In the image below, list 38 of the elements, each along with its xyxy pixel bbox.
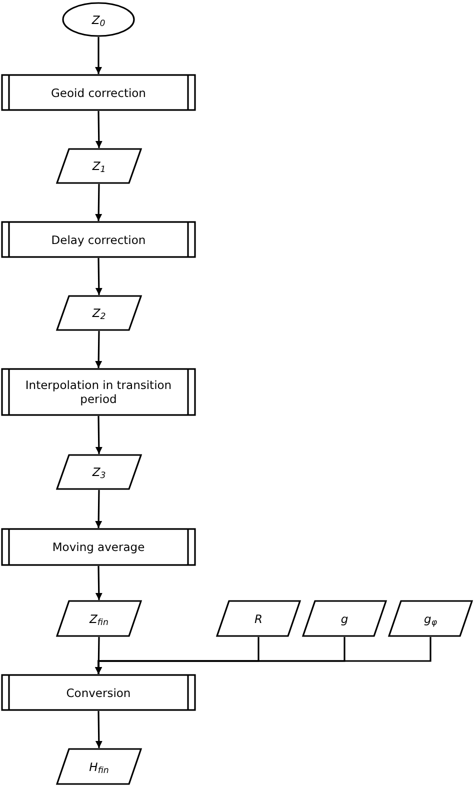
node-label: Geoid correction bbox=[50, 86, 147, 100]
node-label: Conversion bbox=[65, 686, 132, 700]
arrow bbox=[95, 184, 102, 222]
data-parallelogram bbox=[302, 600, 387, 637]
subprocess-box bbox=[1, 368, 196, 416]
arrow bbox=[95, 710, 102, 748]
node-label: Interpolation in transition period bbox=[24, 378, 173, 406]
arrow bbox=[95, 566, 102, 600]
data-parallelogram bbox=[56, 454, 142, 490]
arrow bbox=[95, 416, 102, 454]
arrow bbox=[95, 490, 102, 528]
arrow bbox=[95, 37, 102, 74]
node-label: Z$_{3}$ bbox=[91, 465, 107, 479]
subprocess-box bbox=[1, 221, 196, 258]
arrow bbox=[95, 110, 102, 148]
data-parallelogram bbox=[56, 600, 142, 637]
data-parallelogram bbox=[56, 748, 142, 785]
node-label: Z$_{1}$ bbox=[91, 159, 107, 173]
subprocess-box bbox=[1, 528, 196, 566]
node-label: g$_{φ}$ bbox=[423, 612, 438, 626]
node-label: g bbox=[340, 612, 350, 626]
node-label: Moving average bbox=[51, 540, 146, 554]
node-label: Z$_{fin}$ bbox=[88, 612, 110, 626]
node-label: R bbox=[254, 612, 264, 626]
node-label: H$_{fin}$ bbox=[88, 760, 110, 774]
node-label: Delay correction bbox=[50, 232, 147, 246]
data-parallelogram bbox=[388, 600, 473, 637]
subprocess-box bbox=[1, 674, 196, 711]
subprocess-box bbox=[1, 74, 196, 111]
node-label: Z$_{0}$ bbox=[90, 12, 106, 26]
node-label: Z$_{2}$ bbox=[91, 306, 107, 320]
data-parallelogram bbox=[56, 295, 142, 331]
arrow bbox=[95, 258, 102, 296]
arrow bbox=[95, 330, 102, 368]
data-parallelogram bbox=[56, 148, 142, 184]
arrow bbox=[95, 637, 432, 674]
terminal-ellipse bbox=[62, 2, 135, 37]
data-parallelogram bbox=[216, 600, 301, 637]
